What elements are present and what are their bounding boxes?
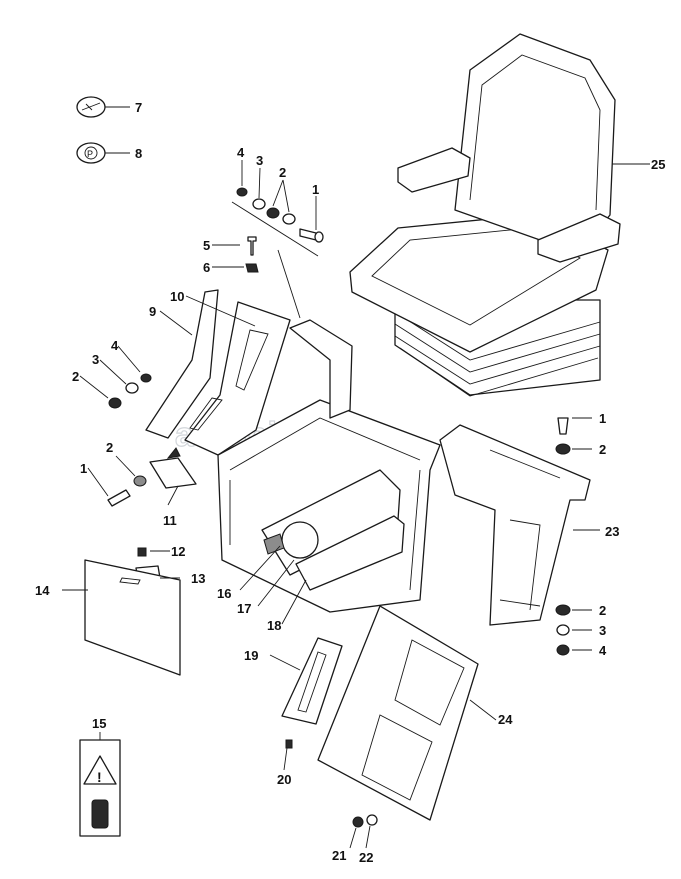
callout-24: 24 — [498, 712, 513, 727]
callout-3: 3 — [256, 153, 263, 168]
callout-4: 4 — [111, 338, 119, 353]
callout-2: 2 — [599, 442, 606, 457]
callout-12: 12 — [171, 544, 185, 559]
callout-9: 9 — [149, 304, 156, 319]
seat-icon-decal — [76, 96, 106, 118]
callout-25: 25 — [651, 157, 665, 172]
callout-2: 2 — [72, 369, 79, 384]
callout-8: 8 — [135, 146, 142, 161]
callout-11: 11 — [163, 513, 177, 528]
callout-3: 3 — [92, 352, 99, 367]
parking-icon-decal: P — [76, 142, 106, 164]
callout-3: 3 — [599, 623, 606, 638]
seat-base-frame — [217, 319, 441, 613]
callout-1: 1 — [599, 411, 606, 426]
callout-4: 4 — [237, 145, 245, 160]
callout-2: 2 — [106, 440, 113, 455]
callout-10: 10 — [170, 289, 184, 304]
callout-4: 4 — [599, 643, 607, 658]
lower-plates: ! — [79, 605, 479, 837]
callout-2: 2 — [279, 165, 286, 180]
callout-23: 23 — [605, 524, 619, 539]
svg-text:!: ! — [97, 769, 102, 785]
callout-16: 16 — [217, 586, 231, 601]
right-support-frame — [439, 417, 591, 656]
callout-5: 5 — [203, 238, 210, 253]
callout-2: 2 — [599, 603, 606, 618]
callout-18: 18 — [267, 618, 281, 633]
callout-1: 1 — [80, 461, 87, 476]
callout-17: 17 — [237, 601, 251, 616]
left-hardware — [84, 373, 197, 676]
callout-6: 6 — [203, 260, 210, 275]
callout-7: 7 — [135, 100, 142, 115]
operator-seat — [349, 33, 621, 397]
callout-labels: 7 8 4 3 2 1 5 6 10 9 4 3 2 2 1 11 12 13 … — [35, 100, 665, 865]
leader-lines — [62, 106, 650, 849]
svg-text:P: P — [87, 149, 93, 159]
callout-13: 13 — [191, 571, 205, 586]
callout-1: 1 — [312, 182, 319, 197]
callout-19: 19 — [244, 648, 258, 663]
callout-20: 20 — [277, 772, 291, 787]
callout-21: 21 — [332, 848, 346, 863]
callout-14: 14 — [35, 583, 50, 598]
callout-15: 15 — [92, 716, 106, 731]
callout-22: 22 — [359, 850, 373, 865]
top-hardware — [231, 187, 324, 319]
